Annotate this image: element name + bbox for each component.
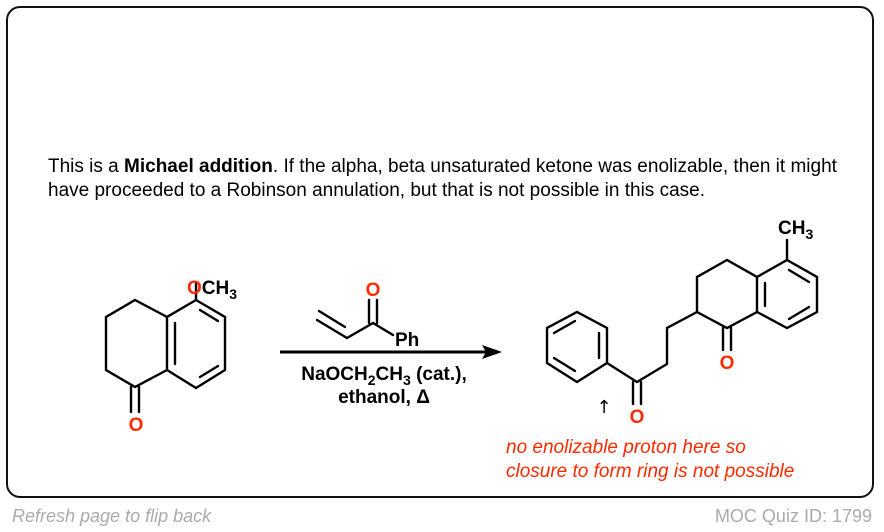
quiz-card[interactable] bbox=[6, 6, 874, 498]
carbonyl-oxygen-label: O bbox=[129, 415, 144, 436]
product: CH3 O O ↑ bbox=[545, 218, 819, 428]
reaction-arrow bbox=[280, 345, 502, 359]
explanation-text: This is a Michael addition. If the alpha… bbox=[48, 155, 838, 203]
reagent-enone: O Ph bbox=[315, 280, 419, 351]
up-arrow-icon: ↑ bbox=[596, 397, 611, 418]
starting-material: O OCH3 bbox=[104, 278, 237, 436]
annotation-line1: no enolizable proton here so bbox=[506, 437, 746, 458]
conditions-line1: NaOCH2CH3 (cat.), bbox=[301, 364, 467, 388]
methoxy-label: OCH3 bbox=[187, 278, 237, 302]
reagent-oxygen-label: O bbox=[366, 280, 381, 301]
explanation-suffix: . If the alpha, beta unsaturated ketone … bbox=[48, 156, 837, 201]
explanation-prefix: This is a bbox=[48, 156, 125, 177]
chain-ketone-oxygen-label: O bbox=[630, 407, 645, 428]
annotation-line2: closure to form ring is not possible bbox=[506, 461, 794, 482]
explanation-bold: Michael addition bbox=[124, 156, 273, 177]
conditions-line2: ethanol, Δ bbox=[338, 387, 430, 408]
phenyl-label: Ph bbox=[395, 330, 419, 351]
methyl-label: CH3 bbox=[778, 218, 813, 242]
ring-ketone-oxygen-label: O bbox=[720, 353, 735, 374]
quiz-id: MOC Quiz ID: 1799 bbox=[714, 506, 872, 526]
refresh-hint: Refresh page to flip back bbox=[12, 506, 212, 526]
